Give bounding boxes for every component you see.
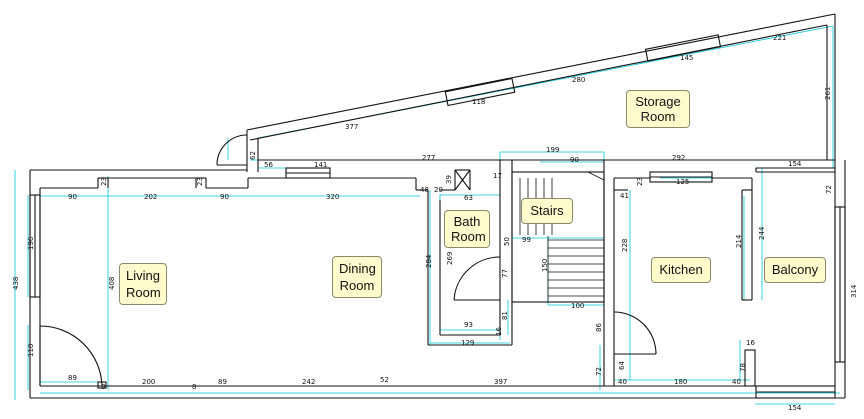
dim-16-bath: 16 bbox=[495, 327, 503, 336]
dim-180: 180 bbox=[674, 378, 687, 386]
stair-treads bbox=[519, 171, 605, 302]
dim-269: 269 bbox=[446, 252, 454, 265]
dim-89-left: 89 bbox=[68, 374, 77, 382]
dim-214: 214 bbox=[735, 234, 743, 248]
dim-150: 150 bbox=[541, 259, 549, 272]
dim-284: 284 bbox=[425, 254, 433, 268]
dim-377: 377 bbox=[345, 123, 358, 131]
dim-129: 129 bbox=[461, 339, 474, 347]
dim-125: 125 bbox=[676, 178, 689, 186]
dim-154-bottom: 154 bbox=[788, 404, 802, 412]
dim-320: 320 bbox=[326, 193, 339, 201]
dim-56: 56 bbox=[264, 161, 273, 169]
dim-81: 81 bbox=[501, 311, 509, 320]
dim-314: 314 bbox=[850, 284, 858, 298]
dim-438: 438 bbox=[12, 277, 20, 290]
dim-72-bottom: 72 bbox=[595, 367, 603, 376]
dimension-lines bbox=[14, 25, 846, 405]
dim-23-c: 23 bbox=[636, 177, 644, 186]
dim-145: 145 bbox=[680, 54, 693, 62]
dim-292: 292 bbox=[672, 154, 685, 162]
dim-48: 48 bbox=[420, 186, 429, 194]
dim-141: 141 bbox=[314, 161, 327, 169]
dim-397: 397 bbox=[494, 378, 507, 386]
dim-90-mid: 90 bbox=[220, 193, 229, 201]
dim-110: 110 bbox=[27, 344, 35, 357]
dim-200: 200 bbox=[142, 378, 155, 386]
dim-196: 196 bbox=[27, 236, 35, 250]
dim-17: 17 bbox=[493, 172, 502, 180]
dim-62: 62 bbox=[249, 151, 257, 160]
dim-90-stairs: 90 bbox=[570, 156, 579, 164]
dim-16-kitchen: 16 bbox=[746, 339, 755, 347]
dim-242: 242 bbox=[302, 378, 315, 386]
dim-99: 99 bbox=[522, 236, 531, 244]
dim-72-right: 72 bbox=[825, 185, 833, 194]
dim-40-right: 40 bbox=[732, 378, 741, 386]
dim-20: 20 bbox=[434, 186, 443, 194]
dim-78: 78 bbox=[739, 363, 747, 372]
dim-8-mid: 8 bbox=[192, 383, 196, 391]
dim-23-a: 23 bbox=[100, 177, 108, 186]
dim-39: 39 bbox=[445, 175, 453, 184]
dimension-labels: 221 145 280 118 377 261 62 277 199 90 29… bbox=[12, 34, 858, 412]
dim-244: 244 bbox=[758, 226, 766, 240]
dim-52: 52 bbox=[380, 376, 389, 384]
dim-86: 86 bbox=[595, 323, 603, 332]
dim-50: 50 bbox=[503, 237, 511, 246]
walls bbox=[29, 13, 846, 399]
dim-100: 100 bbox=[571, 302, 584, 310]
room-label-dining: Dining Room bbox=[332, 256, 382, 298]
dim-118: 118 bbox=[472, 98, 485, 106]
dim-280: 280 bbox=[572, 76, 585, 84]
room-label-living: Living Room bbox=[119, 263, 167, 305]
dim-221: 221 bbox=[773, 34, 786, 42]
room-label-bath: Bath Room bbox=[444, 210, 490, 248]
room-label-balcony: Balcony bbox=[764, 257, 826, 283]
dim-228: 228 bbox=[621, 239, 629, 252]
dim-93: 93 bbox=[464, 321, 473, 329]
dim-90-left: 90 bbox=[68, 193, 77, 201]
room-label-stairs: Stairs bbox=[521, 198, 573, 224]
dim-8-left: 8 bbox=[101, 383, 105, 391]
dim-40-left: 40 bbox=[618, 378, 627, 386]
dim-202: 202 bbox=[144, 193, 157, 201]
dim-89-mid: 89 bbox=[218, 378, 227, 386]
dim-277: 277 bbox=[422, 154, 435, 162]
dim-261: 261 bbox=[824, 87, 832, 100]
room-label-storage: Storage Room bbox=[626, 90, 690, 128]
dim-77: 77 bbox=[501, 269, 509, 278]
dim-41: 41 bbox=[620, 192, 629, 200]
dim-154-top: 154 bbox=[788, 160, 802, 168]
dim-199: 199 bbox=[546, 146, 559, 154]
dim-408: 408 bbox=[108, 277, 116, 290]
dim-63: 63 bbox=[464, 194, 473, 202]
dim-64: 64 bbox=[618, 361, 626, 370]
room-label-kitchen: Kitchen bbox=[651, 257, 711, 283]
dim-23-b: 23 bbox=[196, 177, 204, 186]
